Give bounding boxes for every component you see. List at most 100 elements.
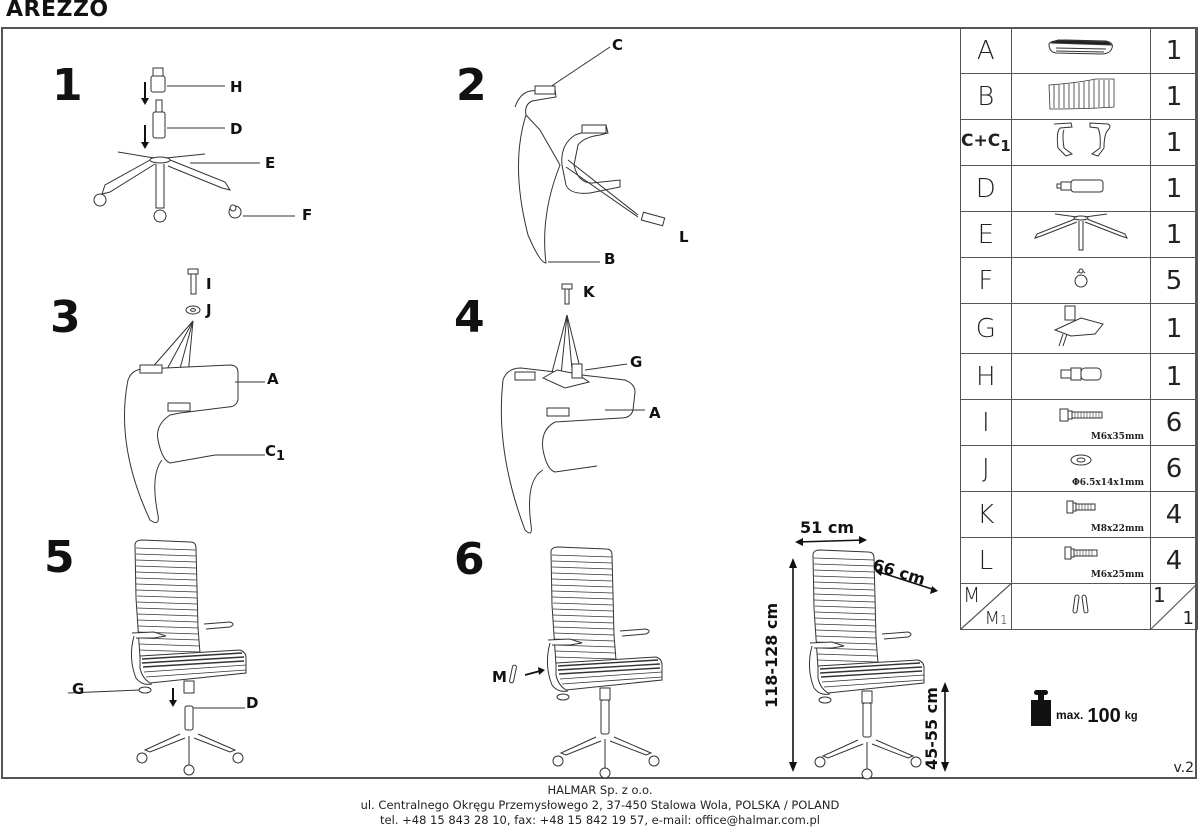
part-letter-bottom-main: M	[984, 608, 1000, 629]
bolt-icon	[1066, 500, 1096, 514]
part-spec: M8x22mm	[1090, 524, 1144, 534]
part-letter-top: M	[963, 583, 981, 607]
part-image-cell: M6x35mm	[1010, 399, 1152, 446]
step-4-label-k: K	[583, 283, 595, 301]
step-5-label-g: G	[72, 680, 85, 698]
parts-row-d: D 1	[960, 165, 1198, 212]
armrests-icon	[1053, 122, 1111, 157]
step-1-number: 1	[52, 60, 83, 111]
diagonal-divider	[1151, 584, 1197, 629]
step-3-number: 3	[50, 292, 81, 343]
part-letter: D	[960, 165, 1012, 212]
parts-row-e: E 1	[960, 211, 1198, 258]
tilt-mechanism-icon	[1053, 305, 1104, 347]
part-image-cell	[1010, 119, 1152, 166]
footer-contact: tel. +48 15 843 28 10, fax: +48 15 842 1…	[380, 813, 820, 827]
part-letter: L	[960, 537, 1012, 584]
step-2-label-l: L	[679, 228, 689, 246]
part-letter: K	[960, 491, 1012, 538]
part-quantity: 5	[1150, 257, 1198, 304]
footer-address: ul. Centralnego Okręgu Przemysłowego 2, …	[360, 798, 840, 812]
part-letter: I	[960, 399, 1012, 446]
part-quantity: 6	[1150, 445, 1198, 492]
part-quantity-top: 1	[1153, 583, 1166, 607]
part-letter: C+C1	[960, 119, 1012, 166]
dimension-height: 118-128 cm	[762, 602, 781, 708]
document-title: AREZZO	[6, 0, 109, 22]
gas-lift-cover-icon	[1060, 367, 1102, 381]
washer-icon	[1070, 454, 1092, 466]
star-base-icon	[1033, 213, 1128, 251]
bolt-icon	[1059, 408, 1103, 422]
step-1-base-drawing	[80, 60, 300, 230]
part-quantity: 1	[1150, 119, 1198, 166]
part-letter: H	[960, 353, 1012, 400]
footer: HALMAR Sp. z o.o. ul. Centralnego Okręgu…	[0, 783, 1200, 828]
parts-row-b: B 1	[960, 73, 1198, 120]
step-4-mechanism-drawing	[495, 280, 665, 540]
parts-row-j: J Φ6.5x14x1mm 6	[960, 445, 1198, 492]
part-letter: E	[960, 211, 1012, 258]
part-quantity-split: 1 1	[1150, 583, 1198, 630]
part-letter: F	[960, 257, 1012, 304]
part-quantity-bottom: 1	[1182, 608, 1194, 629]
step-1-label-f: F	[302, 206, 313, 224]
part-image-cell: Φ6.5x14x1mm	[1010, 445, 1152, 492]
part-image-cell: M6x25mm	[1010, 537, 1152, 584]
step-3-label-c1-main: C	[265, 442, 277, 460]
step-5-number: 5	[44, 532, 75, 583]
part-quantity: 1	[1150, 211, 1198, 258]
parts-row-c: C+C1 1	[960, 119, 1198, 166]
parts-row-l: L M6x25mm 4	[960, 537, 1198, 584]
step-2-number: 2	[456, 60, 487, 111]
part-letter: G	[960, 303, 1012, 354]
part-quantity: 1	[1150, 303, 1198, 354]
step-3-label-c1-sub: 1	[276, 449, 286, 464]
step-3-label-c1: C1	[265, 442, 286, 464]
caster-icon	[1074, 268, 1088, 288]
part-letter: A	[960, 27, 1012, 74]
covers-icon	[1072, 594, 1089, 614]
step-2-label-c: C	[612, 36, 624, 54]
part-image-cell	[1010, 27, 1152, 74]
step-5-chair-drawing	[80, 538, 260, 778]
part-quantity: 1	[1150, 353, 1198, 400]
parts-row-a: A 1	[960, 27, 1198, 74]
part-quantity: 1	[1150, 165, 1198, 212]
part-letter-split: M M1	[960, 583, 1012, 630]
part-quantity: 4	[1150, 491, 1198, 538]
step-1-label-h: H	[230, 78, 243, 96]
weight-icon	[1031, 690, 1051, 726]
gas-lift-icon	[1056, 179, 1104, 193]
step-6-chair-drawing	[500, 545, 680, 780]
step-3-label-j: J	[206, 301, 212, 319]
part-image-cell	[1010, 583, 1152, 630]
bolt-icon	[1064, 546, 1098, 560]
part-quantity: 6	[1150, 399, 1198, 446]
parts-row-h: H 1	[960, 353, 1198, 400]
part-image-cell	[1010, 303, 1152, 354]
part-letter: B	[960, 73, 1012, 120]
step-3-label-a: A	[267, 370, 279, 388]
part-quantity: 1	[1150, 73, 1198, 120]
dimensions-chair-drawing	[789, 536, 949, 780]
part-quantity: 4	[1150, 537, 1198, 584]
step-6-label-m: M	[492, 668, 507, 686]
parts-row-k: K M8x22mm 4	[960, 491, 1198, 538]
part-image-cell	[1010, 257, 1152, 304]
part-letter-bottom-sub: 1	[1000, 613, 1008, 627]
dimension-seat-height: 45-55 cm	[922, 687, 941, 770]
max-load-unit: kg	[1124, 710, 1138, 722]
parts-row-i: I M6x35mm 6	[960, 399, 1198, 446]
parts-row-m: M M1 1 1	[960, 583, 1198, 630]
part-spec: Φ6.5x14x1mm	[1071, 478, 1144, 488]
footer-company: HALMAR Sp. z o.o.	[547, 783, 653, 797]
step-2-armrest-drawing	[500, 35, 700, 270]
step-3-label-i: I	[206, 275, 212, 293]
part-letter-main: C+C	[961, 130, 1001, 151]
step-1-label-e: E	[265, 154, 276, 172]
dimension-width: 51 cm	[800, 518, 854, 537]
step-5-label-d: D	[246, 694, 259, 712]
part-letter-bottom: M1	[984, 610, 1007, 628]
max-load-prefix: max.	[1056, 708, 1084, 722]
